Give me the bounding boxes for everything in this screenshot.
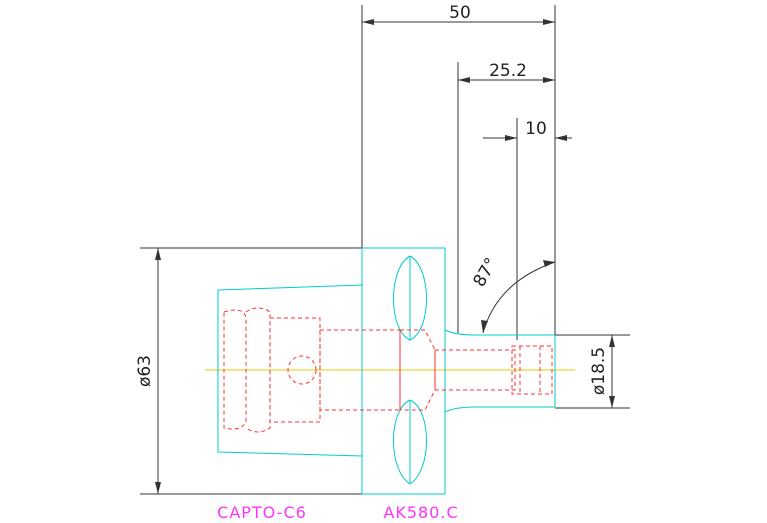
arrow-10-left (505, 135, 517, 141)
arrow-18-top (609, 335, 615, 347)
dim-text-tip-length: 10 (525, 119, 547, 139)
arrow-50-right (543, 19, 555, 25)
dim-text-overall-length: 50 (449, 3, 471, 23)
bore-left-groove (223, 309, 247, 430)
arrowheads (155, 19, 615, 494)
arrow-10-right (555, 135, 567, 141)
tool-outline (217, 247, 556, 495)
cross-hole (287, 355, 317, 385)
arrow-63-bottom (155, 482, 161, 494)
bore-inner (319, 329, 401, 411)
dim-text-flange-diameter: ø63 (135, 355, 155, 387)
dimension-lines (140, 5, 630, 495)
arrow-angle-top (543, 260, 555, 267)
arrow-angle-bottom (481, 320, 488, 333)
arrow-25-right (543, 77, 555, 83)
arrow-63-top (155, 248, 161, 260)
label-capto: CAPTO-C6 (217, 503, 307, 522)
hidden-lines (223, 307, 553, 433)
tip-top-profile (444, 329, 555, 336)
arrow-18-bottom (609, 396, 615, 408)
bore-ring (245, 307, 271, 433)
arrow-25-left (458, 77, 470, 83)
tip-bottom-profile (444, 406, 555, 413)
label-holder: AK580.C (383, 503, 458, 522)
tip-bore (434, 349, 516, 391)
tip-collet (511, 345, 553, 395)
dim-text-tip-diameter: ø18.5 (589, 347, 609, 395)
arrow-50-left (362, 19, 374, 25)
dim-text-projection: 25.2 (489, 61, 527, 81)
